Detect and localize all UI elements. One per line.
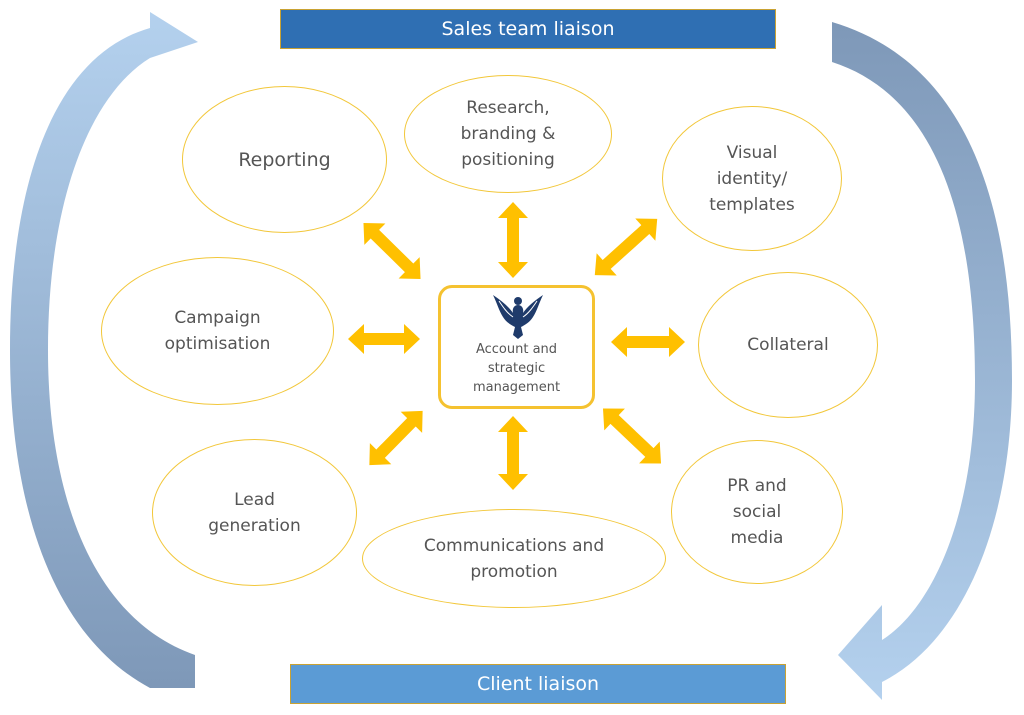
- arrow-to-lead-generation: [369, 410, 423, 466]
- arrow-to-reporting: [363, 222, 421, 280]
- arrow-to-pr-social: [602, 408, 662, 464]
- eagle-logo-icon: [493, 295, 543, 339]
- node-pr-social-media: PR and social media: [671, 440, 843, 584]
- arrow-to-visual-identity: [594, 218, 658, 276]
- center-label: Account and strategic management: [472, 342, 561, 395]
- center-account-strategic-management: Account and strategic management: [438, 285, 595, 409]
- node-campaign-optimisation: Campaign optimisation: [101, 257, 334, 405]
- arrow-to-communications: [498, 416, 528, 490]
- node-research-branding-positioning: Research, branding & positioning: [404, 75, 612, 193]
- node-reporting: Reporting: [182, 86, 387, 233]
- right-cycle-arrow-icon: [832, 22, 1012, 700]
- client-liaison-banner: Client liaison: [290, 664, 786, 704]
- arrow-to-collateral: [611, 327, 685, 357]
- node-visual-identity-templates: Visual identity/ templates: [662, 106, 842, 251]
- node-communications-promotion: Communications and promotion: [362, 509, 666, 608]
- node-lead-generation: Lead generation: [152, 439, 357, 586]
- node-collateral: Collateral: [698, 272, 878, 418]
- arrow-to-research: [498, 202, 528, 278]
- sales-team-liaison-banner: Sales team liaison: [280, 9, 776, 49]
- arrow-to-campaign: [348, 324, 420, 354]
- left-cycle-arrow-icon: [10, 12, 198, 688]
